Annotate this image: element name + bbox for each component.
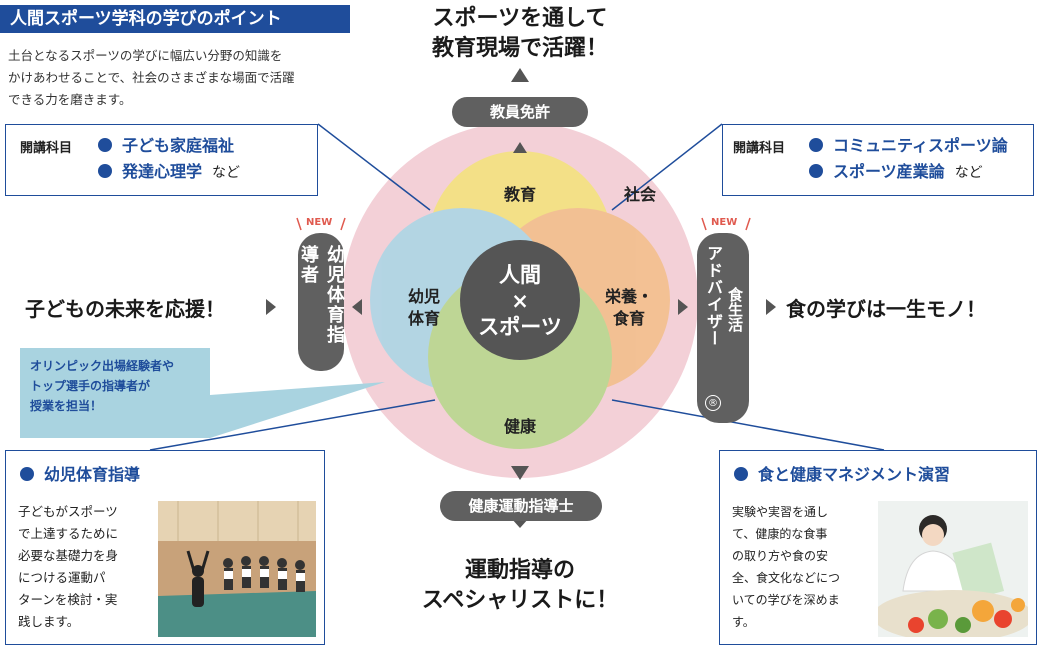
new-tag-left: NEW (306, 217, 333, 228)
card-food-health-title: 食と健康マネジメント演習 (734, 461, 950, 485)
early-pe-instructor-pill: 幼児体育指導者 (298, 233, 345, 371)
left-headline: 子どもの未来を応援！ (25, 297, 225, 321)
instructors-note: オリンピック出場経験者や トップ選手の指導者が 授業を担当！ (20, 348, 210, 438)
arrow-down-pill (511, 466, 529, 480)
bullet-icon (98, 138, 112, 152)
arrow-right-pill (678, 299, 688, 315)
subject-sports-industry: スポーツ産業論など (809, 160, 983, 185)
subjects-left-box: 開講科目 子ども家庭福祉 発達心理学など (5, 124, 318, 196)
card-early-pe-body: 子どもがスポーツ で上達するために 必要な基礎力を身 につける運動パ ターンを検… (18, 504, 119, 629)
bullet-icon (734, 467, 748, 481)
bottom-headline: 運動指導の スペシャリストに！ (421, 558, 619, 613)
subjects-right-box: 開講科目 コミュニティスポーツ論 スポーツ産業論など (722, 124, 1034, 196)
label-nutrition: 栄養・ 食育 (604, 287, 653, 328)
teacher-license-pill: 教員免許 (452, 97, 588, 127)
arrow-up-pill (513, 142, 527, 153)
connector-subjects-left (317, 123, 431, 211)
label-health: 健康 (503, 417, 536, 436)
note-pointer (210, 382, 385, 438)
label-education: 教育 (503, 185, 536, 204)
bullet-icon (98, 164, 112, 178)
card-early-pe: 幼児体育指導 子どもがスポーツ で上達するために 必要な基礎力を身 につける運動… (5, 450, 325, 645)
kids-exercise-photo (158, 501, 316, 637)
connector-subjects-right (611, 123, 723, 211)
arrow-right-headline (766, 299, 776, 315)
bullet-icon (809, 164, 823, 178)
health-exercise-instructor-pill: 健康運動指導士 (440, 491, 602, 521)
page-title: 人間スポーツ学科の学びのポイント (0, 5, 350, 33)
dietary-advisor-pill: アドバイザー 食生活 ® (697, 233, 749, 423)
center-circle (460, 240, 580, 360)
label-early-pe: 幼児 体育 (407, 287, 440, 328)
bullet-icon (20, 467, 34, 481)
arrow-left-pill (352, 299, 362, 315)
new-marks (296, 217, 751, 231)
registered-mark: ® (705, 395, 721, 411)
subject-developmental-psychology: 発達心理学など (98, 160, 240, 185)
card-early-pe-title: 幼児体育指導 (20, 461, 140, 485)
food-experiment-photo (878, 501, 1028, 637)
bullet-icon (809, 138, 823, 152)
subject-community-sports: コミュニティスポーツ論 (809, 134, 1008, 158)
card-food-health-body: 実験や実習を通し て、健康的な食事 の取り方や食の安 全、食文化などにつ いての… (732, 505, 841, 629)
right-headline: 食の学びは一生モノ！ (786, 297, 986, 321)
connector-card-left (149, 399, 436, 451)
connector-card-right (611, 399, 885, 451)
subject-child-welfare: 子ども家庭福祉 (98, 134, 234, 158)
intro-text: 土台となるスポーツの学びに幅広い分野の知識を かけあわせることで、社会のさまざま… (8, 48, 295, 107)
new-tag-right: NEW (711, 217, 738, 228)
label-society: 社会 (623, 185, 656, 204)
arrow-up-top (511, 68, 529, 82)
dietary-advisor-sub: 食生活 (726, 287, 744, 332)
center-label: 人間 × スポーツ (478, 263, 562, 339)
top-headline: スポーツを通して 教育現場で活躍！ (431, 6, 608, 61)
card-food-health: 食と健康マネジメント演習 実験や実習を通し て、健康的な食事 の取り方や食の安 … (719, 450, 1037, 645)
dietary-advisor-main: アドバイザー (704, 245, 723, 347)
arrow-left-headline (266, 299, 276, 315)
subjects-left-label: 開講科目 (20, 141, 73, 156)
subjects-right-label: 開講科目 (733, 141, 786, 156)
